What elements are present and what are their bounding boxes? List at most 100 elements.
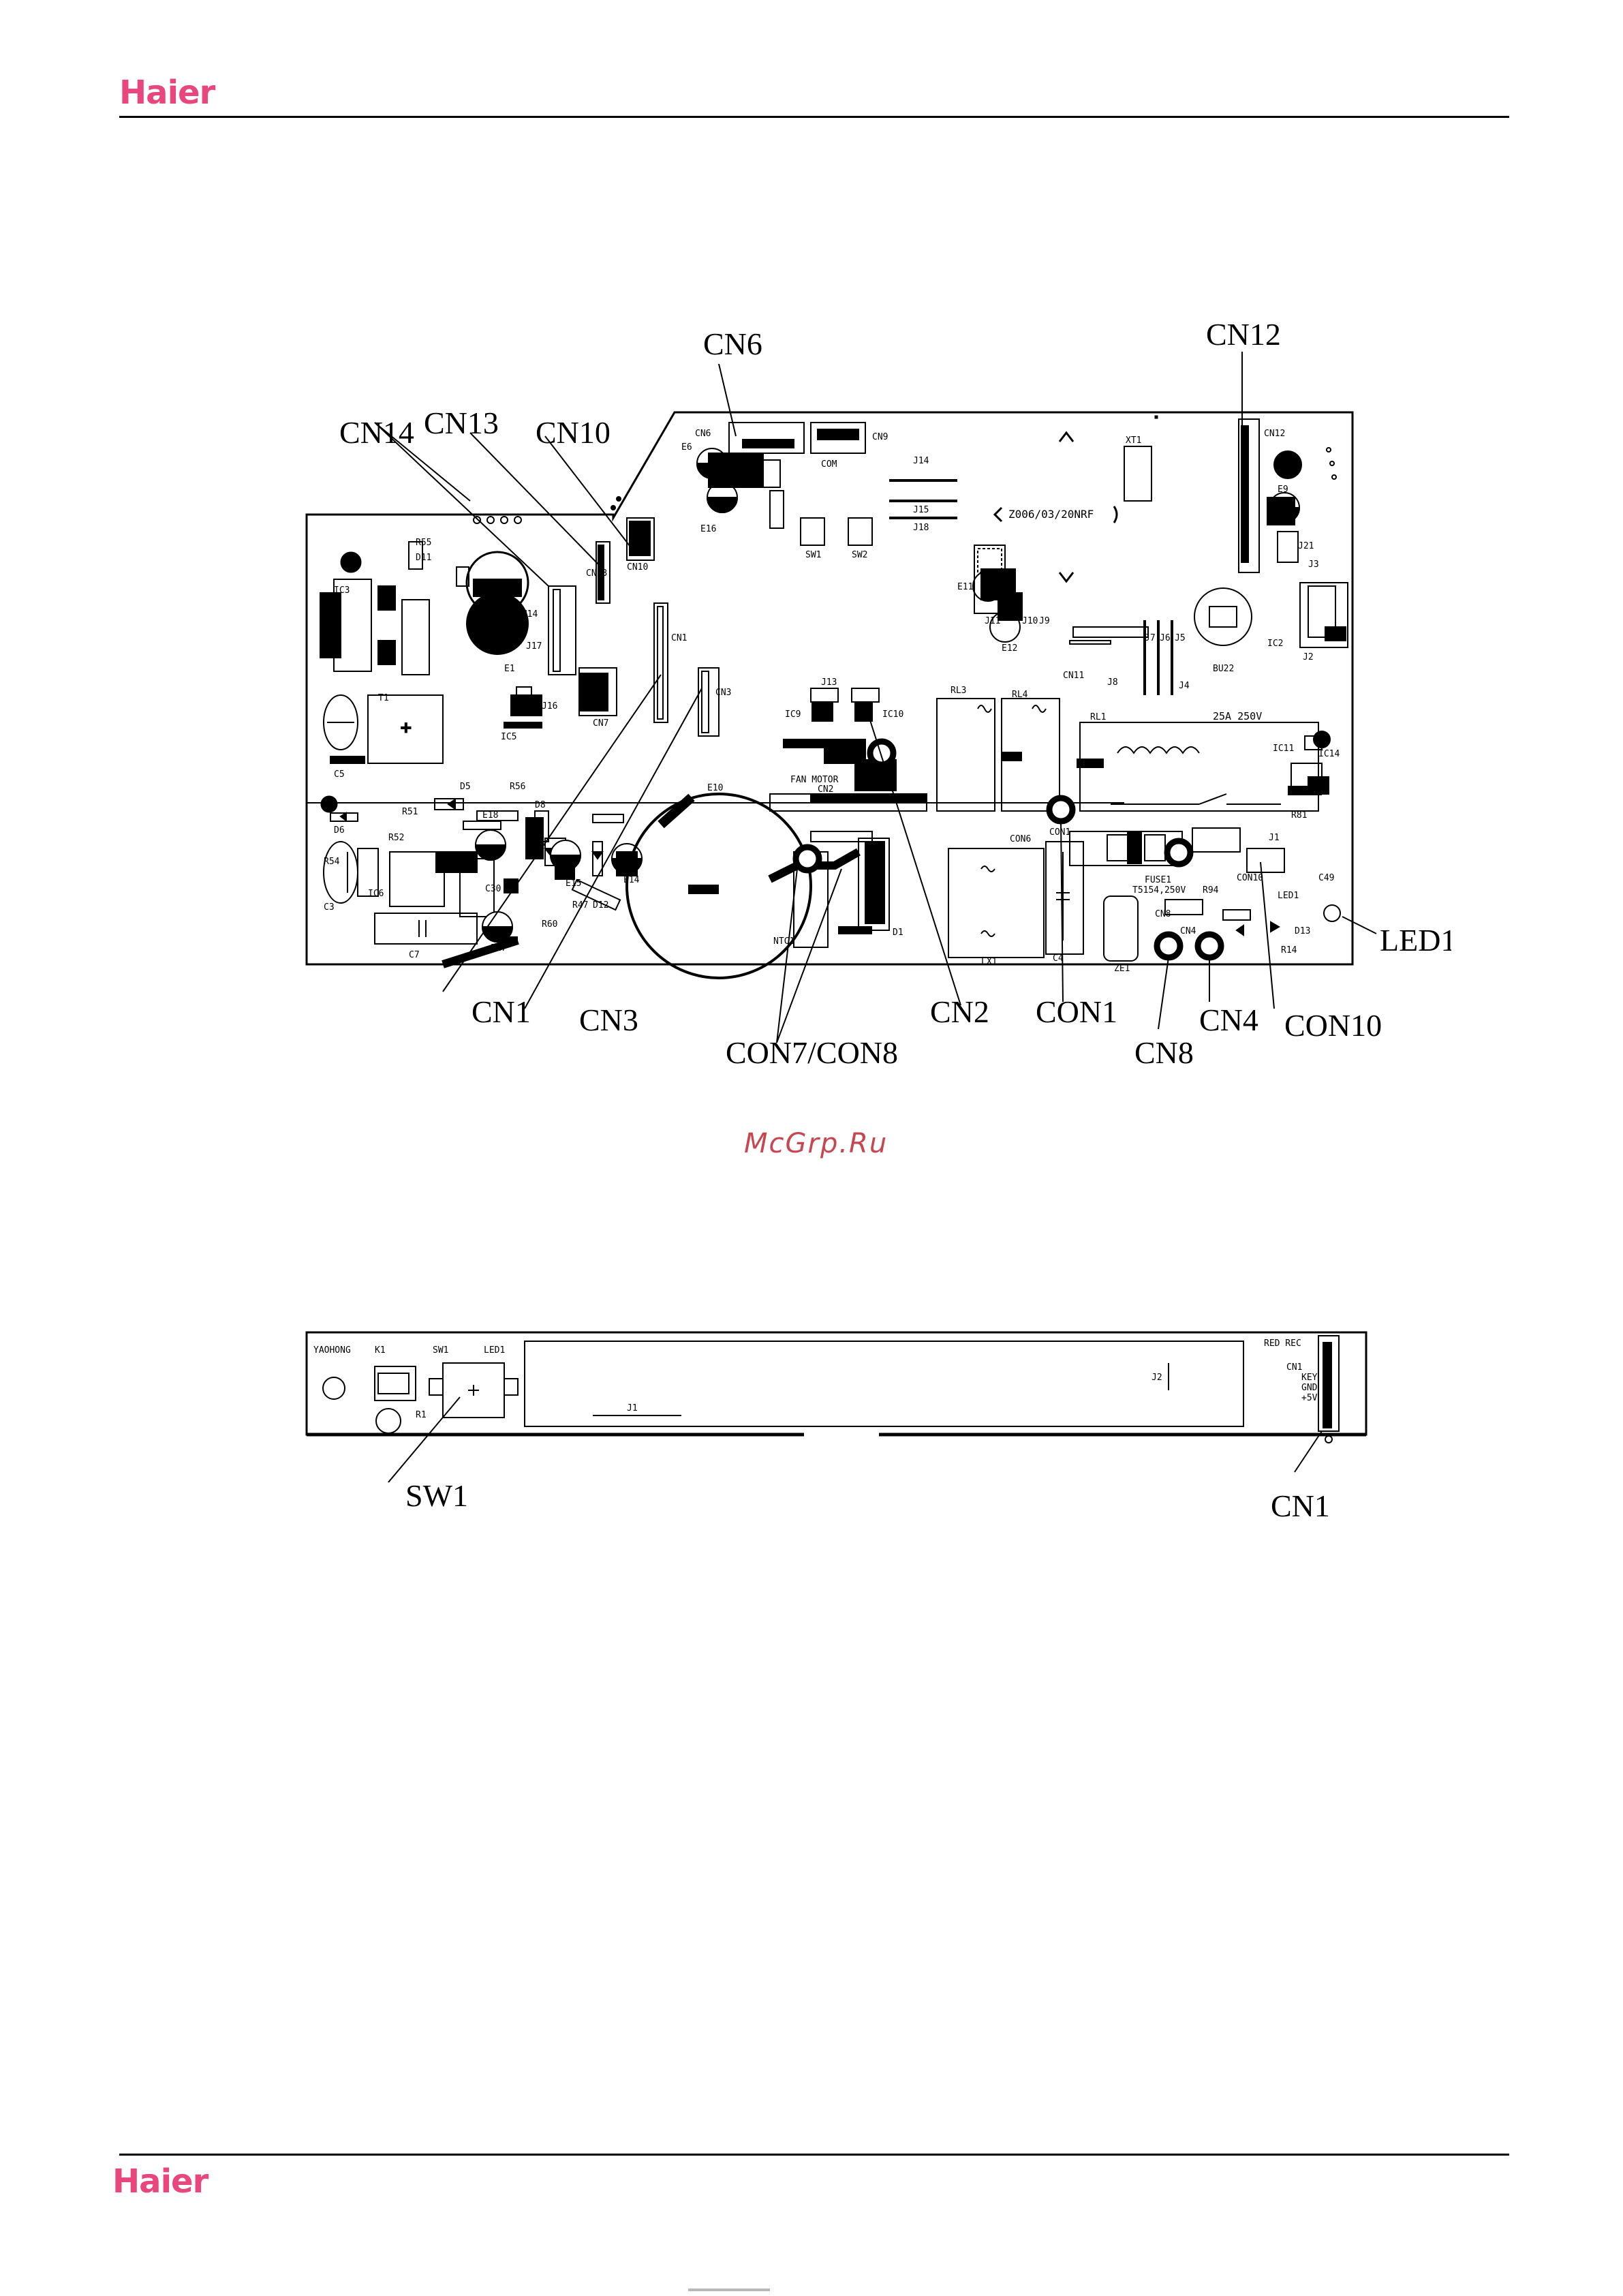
silk-cn3: CN3 — [715, 688, 731, 698]
disp-silk-cn1: CN1 — [1286, 1362, 1302, 1373]
silk-r54: R54 — [324, 857, 340, 867]
misc-marks — [320, 415, 1158, 813]
silk-cn9: CN9 — [872, 432, 888, 442]
silk-sw1: SW1 — [805, 550, 821, 560]
disp-silk-sw1: SW1 — [433, 1345, 448, 1356]
callout-cn13: CN13 — [424, 405, 499, 440]
disp-silk-key: KEY — [1301, 1373, 1318, 1383]
callout-con1: CON1 — [1036, 994, 1117, 1029]
callout-cn1: CN1 — [472, 994, 531, 1029]
silk-j14: J14 — [913, 456, 929, 466]
silk-ic14: IC14 — [1318, 749, 1340, 759]
silk-j2: J2 — [1303, 652, 1314, 662]
silk-rl1: RL1 — [1090, 712, 1106, 722]
silk-r51: R51 — [402, 807, 418, 817]
callout-cn2: CN2 — [930, 994, 989, 1029]
silk-j13: J13 — [821, 677, 837, 688]
silk-cn8: CN8 — [1155, 909, 1171, 919]
silk-j8: J8 — [1107, 677, 1118, 688]
callout-con10: CON10 — [1284, 1008, 1382, 1043]
silk-rl3: RL3 — [950, 686, 966, 696]
silk-fuse: FUSE1 — [1145, 875, 1171, 885]
power-section: + — [320, 541, 643, 968]
silk-r14: R14 — [1281, 945, 1297, 955]
silk-r81: R81 — [1291, 810, 1307, 821]
header-logo: Haier — [119, 74, 215, 112]
callout-cn6: CN6 — [703, 326, 762, 361]
silk-con1: CON1 — [1049, 827, 1070, 838]
callout-cn3: CN3 — [579, 1002, 638, 1037]
silk-e6: E6 — [681, 442, 692, 453]
disp-silk-brand: YAOHONG — [313, 1345, 351, 1356]
callout-cn12: CN12 — [1206, 317, 1281, 352]
silk-c7: C7 — [409, 950, 420, 960]
silk-e15: E15 — [566, 878, 581, 889]
footer-logo: Haier — [112, 2162, 208, 2201]
silk-ic10: IC10 — [882, 709, 903, 720]
silk-con6: CON6 — [1010, 834, 1031, 844]
silk-e11: E11 — [957, 582, 973, 592]
silk-j15: J15 — [913, 505, 929, 515]
silk-e17: E17 — [491, 943, 506, 953]
silk-c4: C4 — [1053, 953, 1064, 964]
silk-cn11: CN11 — [1063, 671, 1084, 681]
silk-c30: C30 — [485, 884, 501, 894]
silk-j7: J7 — [1145, 633, 1156, 643]
silk-cn6: CN6 — [695, 429, 711, 439]
silk-cn13: CN13 — [586, 568, 607, 579]
silk-led1: LED1 — [1278, 891, 1299, 901]
display-board-outline — [305, 1331, 1367, 1436]
silk-t1: T1 — [378, 693, 389, 703]
silk-j21: J21 — [1298, 541, 1314, 551]
silk-j5: J5 — [1175, 633, 1186, 643]
silk-e9: E9 — [1278, 485, 1288, 495]
silk-j9: J9 — [1039, 616, 1050, 626]
silk-cn12: CN12 — [1264, 429, 1285, 439]
silk-fuse-rating: T5154,250V — [1132, 885, 1186, 896]
silk-j10: J10 — [1022, 616, 1038, 626]
silk-e12: E12 — [1002, 643, 1017, 654]
silk-lx1: LX1 — [981, 957, 997, 967]
silk-j6: J6 — [1160, 633, 1171, 643]
silk-buzzer: BU22 — [1213, 664, 1234, 674]
silk-d1: D1 — [893, 928, 903, 938]
silk-d5: D5 — [460, 782, 471, 792]
main-board-diagram: + — [305, 317, 1451, 1070]
display-board-diagram: YAOHONG K1 SW1 LED1 R1 J1 J2 RED REC CN1… — [305, 1331, 1367, 1523]
connector-row — [473, 496, 720, 737]
silk-r55: R55 — [416, 538, 431, 548]
silk-d6: D6 — [334, 825, 345, 836]
disp-silk-gnd: GND — [1301, 1383, 1318, 1393]
silk-con10: CON10 — [1237, 873, 1263, 883]
silk-r60: R60 — [542, 919, 557, 930]
silk-sw2: SW2 — [852, 550, 867, 560]
silk-c5: C5 — [334, 769, 345, 780]
callout-cn10: CN10 — [536, 415, 610, 450]
display-callout-sw1: SW1 — [405, 1478, 468, 1513]
silk-d8: D8 — [535, 800, 546, 810]
silk-r47: R47 — [572, 900, 588, 910]
display-callout-cn1: CN1 — [1271, 1488, 1330, 1523]
silk-cn7: CN7 — [593, 718, 608, 729]
silk-date-code: Z006/03/20NRF — [1008, 508, 1094, 521]
silk-fan-motor: FAN MOTOR — [790, 775, 839, 785]
silk-ntc1: NTC1 — [773, 936, 794, 947]
silk-cn2: CN2 — [818, 784, 833, 795]
silk-relay-rating: 25A 250V — [1213, 710, 1262, 722]
silk-cn14: CN14 — [516, 609, 538, 619]
callout-leaders — [374, 352, 1377, 1043]
silk-j4: J4 — [1179, 681, 1190, 691]
disp-silk-j1: J1 — [627, 1403, 638, 1413]
silk-ic11: IC11 — [1273, 744, 1294, 754]
silk-d13: D13 — [1295, 926, 1310, 936]
silk-ic6: IC6 — [368, 889, 384, 899]
disp-silk-led1: LED1 — [484, 1345, 505, 1356]
disp-silk-j2: J2 — [1151, 1373, 1162, 1383]
silk-ic9: IC9 — [785, 709, 801, 720]
silk-cn4: CN4 — [1180, 926, 1196, 936]
silk-j17: J17 — [526, 641, 542, 652]
disp-silk-r1: R1 — [416, 1410, 427, 1420]
silk-e1: E1 — [504, 664, 515, 674]
silk-ic3: IC3 — [334, 585, 350, 596]
callout-led1: LED1 — [1380, 923, 1451, 958]
